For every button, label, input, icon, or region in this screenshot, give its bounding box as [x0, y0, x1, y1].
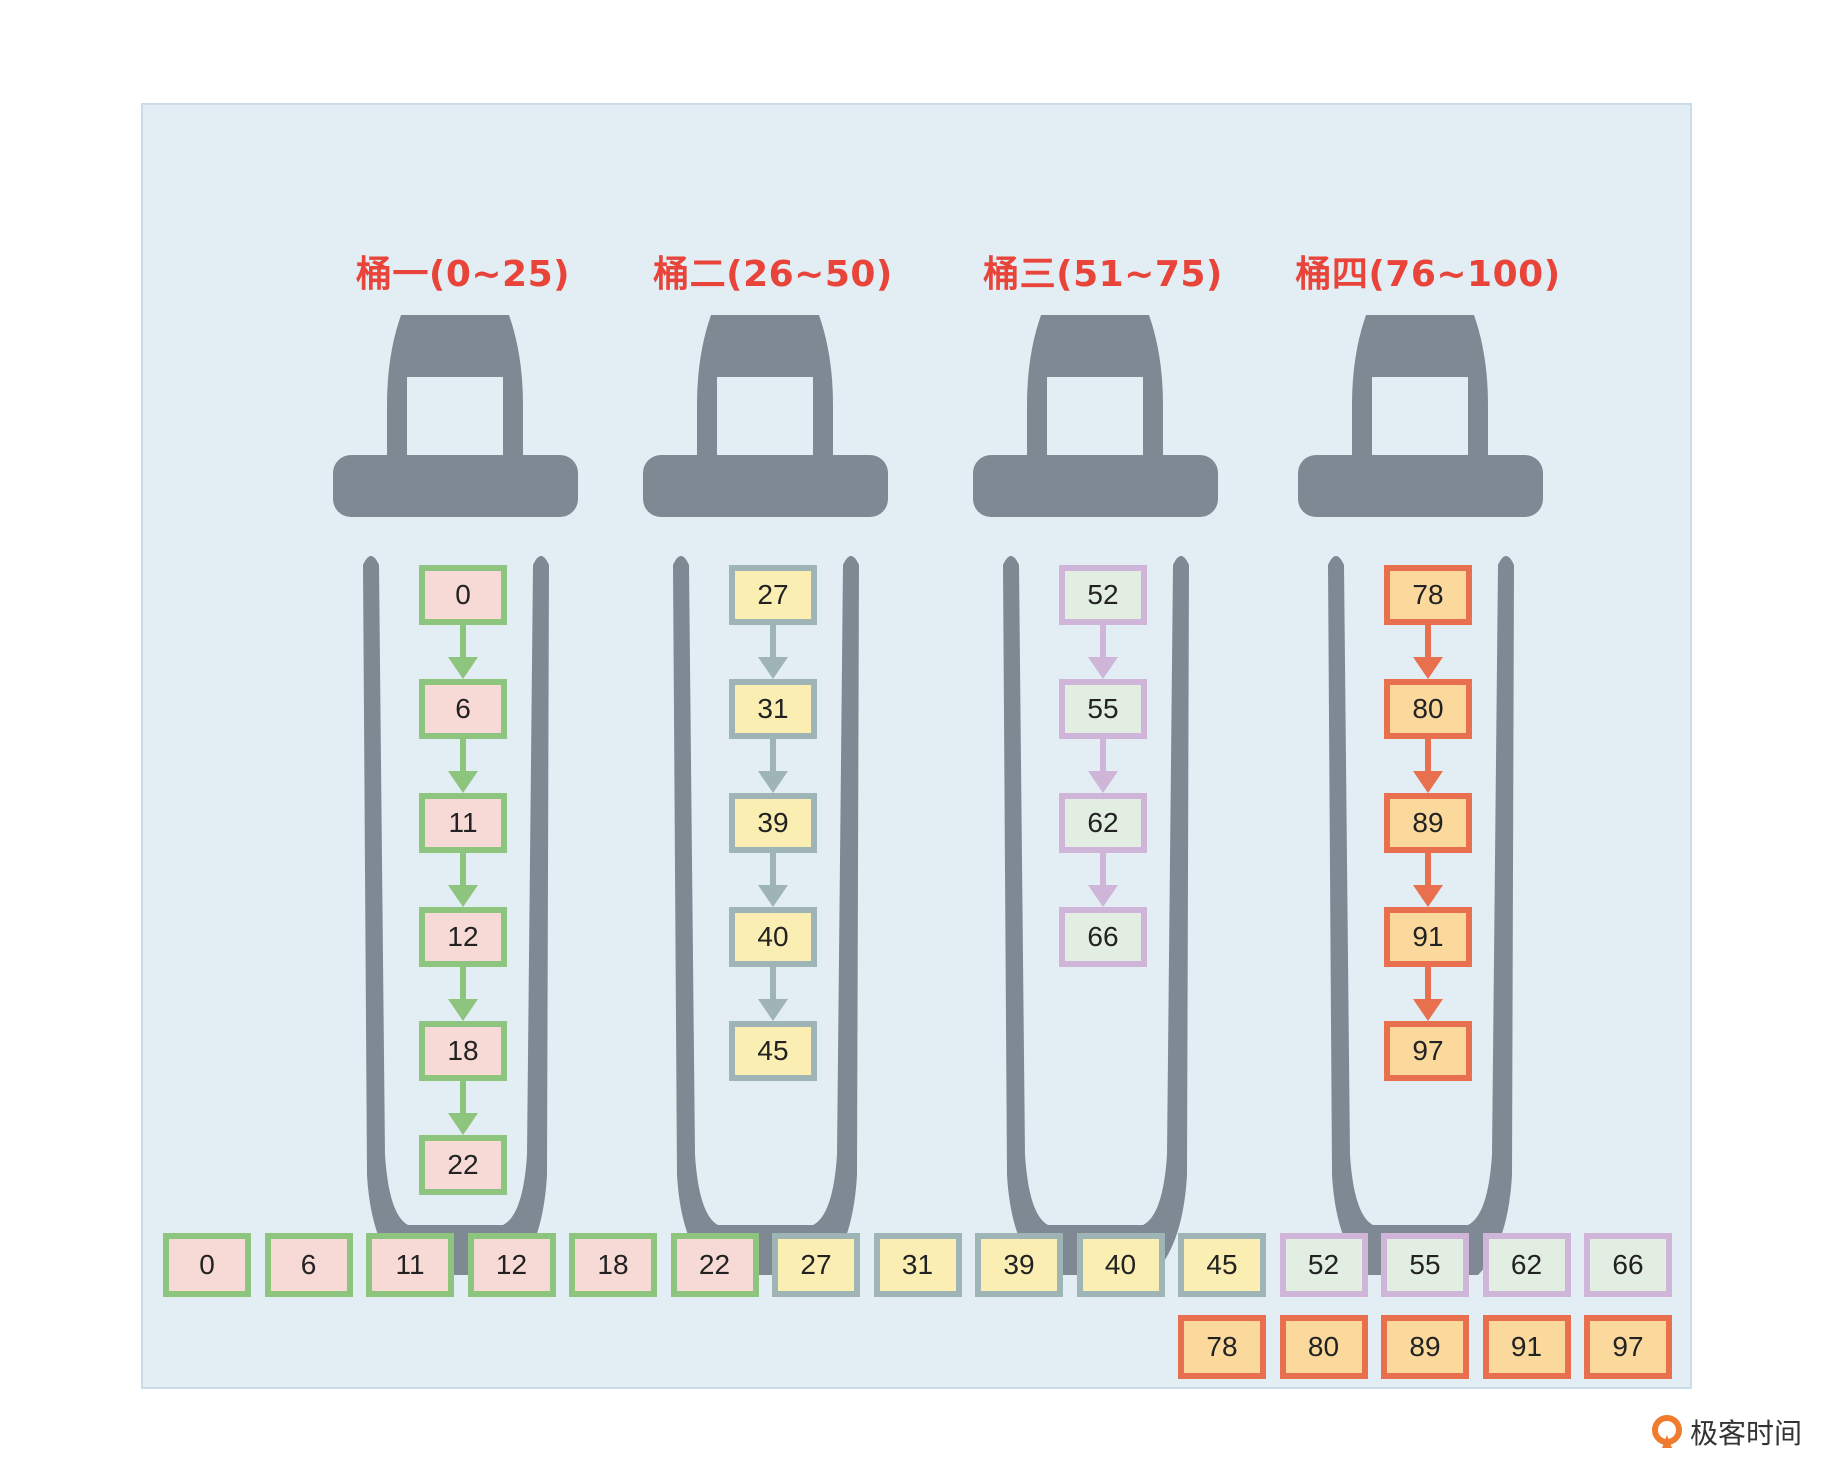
- bucket-list-item: 6: [419, 679, 507, 739]
- link-arrow: [1413, 853, 1443, 907]
- bucket-list-item: 11: [419, 793, 507, 853]
- link-arrow: [1088, 853, 1118, 907]
- link-arrow: [758, 853, 788, 907]
- bucket-lid: [1298, 455, 1543, 517]
- brand-logo: 极客时间: [1650, 1410, 1802, 1454]
- bucket-list-item: 45: [729, 1021, 817, 1081]
- bucket-1: 桶一(0~25) 0 6 11 12 18 22: [333, 245, 593, 1285]
- bucket-list-item: 78: [1384, 565, 1472, 625]
- bucket-list-item: 40: [729, 907, 817, 967]
- result-item: 62: [1482, 1233, 1571, 1297]
- bucket-4: 桶四(76~100) 78 80 89 91 97: [1295, 245, 1560, 1285]
- bucket-list-item: 55: [1059, 679, 1147, 739]
- result-item: 55: [1381, 1233, 1469, 1297]
- link-arrow: [1413, 739, 1443, 793]
- link-arrow: [448, 625, 478, 679]
- bucket-list-item: 31: [729, 679, 817, 739]
- geektime-logo-icon: [1652, 1415, 1682, 1448]
- bucket-2: 桶二(26~50) 27 31 39 40 45: [643, 245, 903, 1285]
- bucket-list-item: 80: [1384, 679, 1472, 739]
- bucket-body: [1328, 556, 1514, 1275]
- bucket-list-item: 12: [419, 907, 507, 967]
- bucket-list-item: 0: [419, 565, 507, 625]
- link-arrow: [448, 739, 478, 793]
- link-arrow: [758, 625, 788, 679]
- link-arrow: [448, 1081, 478, 1135]
- bucket-handle: [697, 315, 833, 465]
- link-arrow: [1088, 739, 1118, 793]
- bucket-lid: [333, 455, 578, 517]
- bucket-3: 桶三(51~75) 52 55 62 66: [973, 245, 1233, 1285]
- bucket-graphic: [333, 315, 578, 1275]
- result-item: 0: [163, 1233, 251, 1297]
- result-item: 91: [1482, 1315, 1571, 1379]
- result-item: 97: [1584, 1315, 1672, 1379]
- result-item: 52: [1279, 1233, 1368, 1297]
- bucket-handle: [387, 315, 523, 465]
- bucket-handle: [1352, 315, 1488, 465]
- result-item: 40: [1076, 1233, 1165, 1297]
- result-item: 12: [467, 1233, 556, 1297]
- bucket-graphic: [1298, 315, 1543, 1275]
- bucket-list-item: 52: [1059, 565, 1147, 625]
- result-item: 18: [569, 1233, 657, 1297]
- result-item: 89: [1381, 1315, 1469, 1379]
- result-item: 27: [772, 1233, 860, 1297]
- result-item: 6: [264, 1233, 353, 1297]
- bucket-handle: [1027, 315, 1163, 465]
- link-arrow: [1413, 967, 1443, 1021]
- bucket-title: 桶三(51~75): [983, 254, 1223, 295]
- bucket-list-item: 91: [1384, 907, 1472, 967]
- link-arrow: [758, 967, 788, 1021]
- bucket-graphic: [973, 315, 1218, 1275]
- result-item: 11: [366, 1233, 454, 1297]
- result-item: 45: [1178, 1233, 1266, 1297]
- bucket-list-item: 27: [729, 565, 817, 625]
- bucket-list-item: 62: [1059, 793, 1147, 853]
- bucket-list-item: 18: [419, 1021, 507, 1081]
- bucket-list-item: 66: [1059, 907, 1147, 967]
- bucket-list-item: 97: [1384, 1021, 1472, 1081]
- link-arrow: [758, 739, 788, 793]
- result-item: 39: [975, 1233, 1063, 1297]
- bucket-body: [363, 556, 549, 1275]
- result-item: 78: [1178, 1315, 1266, 1379]
- bucket-title: 桶一(0~25): [355, 254, 571, 295]
- result-item: 80: [1279, 1315, 1368, 1379]
- bucket-lid: [643, 455, 888, 517]
- bucket-title: 桶二(26~50): [653, 254, 893, 295]
- link-arrow: [448, 967, 478, 1021]
- result-item: 31: [873, 1233, 962, 1297]
- bucket-list-item: 22: [419, 1135, 507, 1195]
- bucket-list-item: 39: [729, 793, 817, 853]
- link-arrow: [448, 853, 478, 907]
- bucket-title: 桶四(76~100): [1295, 254, 1561, 295]
- logo-text: 极客时间: [1690, 1417, 1803, 1450]
- bucket-body: [673, 556, 859, 1275]
- bucket-lid: [973, 455, 1218, 517]
- bucket-list-item: 89: [1384, 793, 1472, 853]
- link-arrow: [1088, 625, 1118, 679]
- result-item: 66: [1584, 1233, 1672, 1297]
- bucket-body: [1003, 556, 1189, 1275]
- result-item: 22: [670, 1233, 759, 1297]
- bucket-graphic: [643, 315, 888, 1275]
- link-arrow: [1413, 625, 1443, 679]
